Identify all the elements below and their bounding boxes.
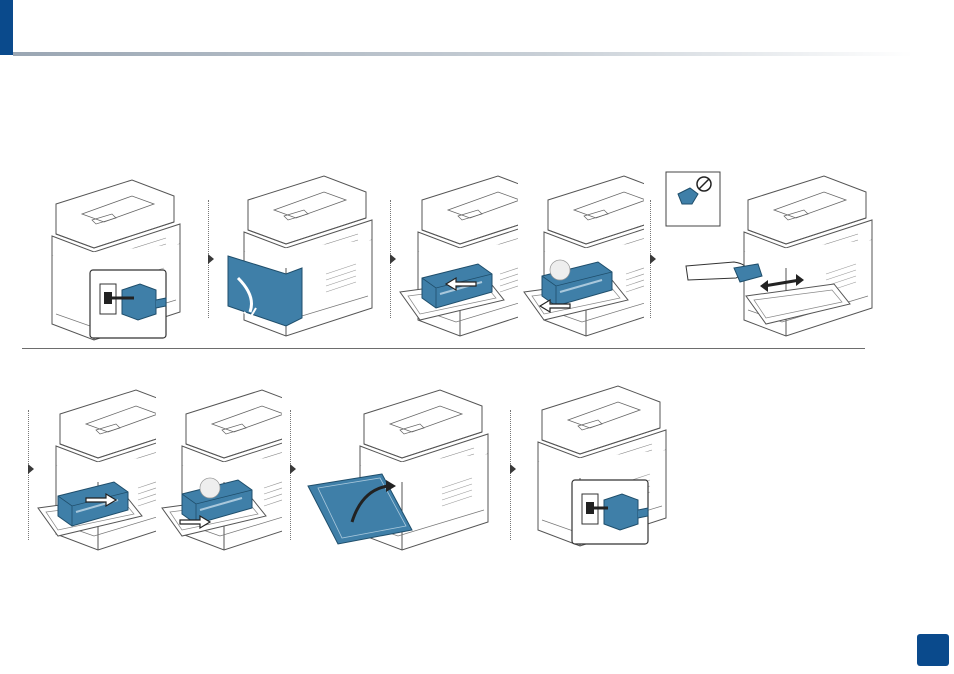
header-accent-bar [0,0,13,55]
step-plug-in-power-cord [516,378,686,548]
step-remove-toner [522,168,644,340]
page-number-badge [917,634,949,666]
step-pull-out-toner [398,168,518,340]
step-insert-toner [36,382,156,554]
step-unplug-power-cord [30,172,200,342]
step-open-front-cover [216,168,386,340]
step-clean-inside [664,168,882,340]
row-divider [22,348,865,349]
step-push-toner-in [160,382,282,554]
cleaning-cloth-icon [686,262,762,282]
header-rule [13,52,913,56]
step-close-front-cover [302,382,498,554]
